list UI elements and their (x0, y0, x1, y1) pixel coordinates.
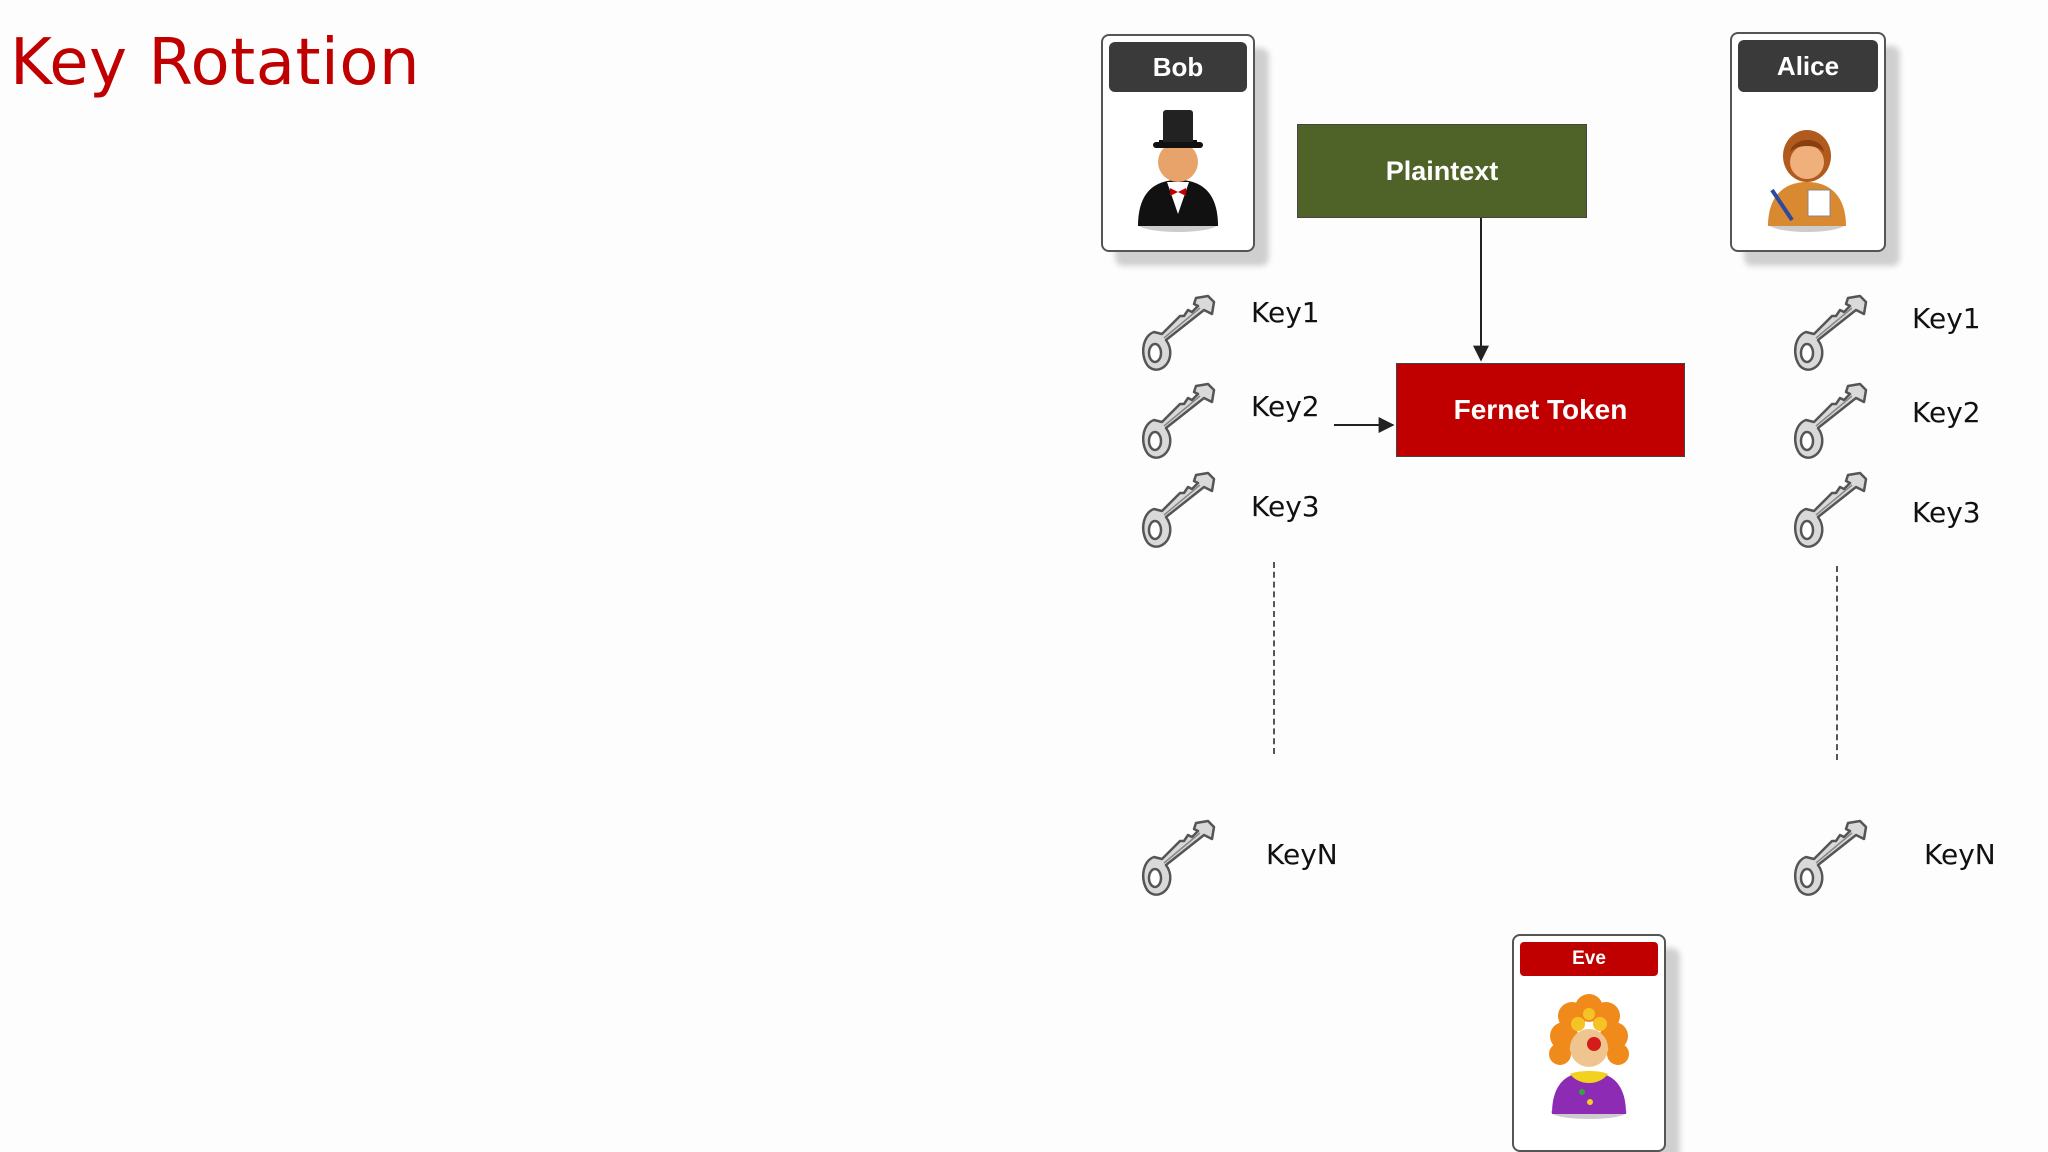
alice-name-bar: Alice (1738, 40, 1878, 92)
bob-key2-label: Key2 (1251, 390, 1320, 423)
alice-card: Alice (1730, 32, 1886, 252)
clown-icon (1549, 994, 1629, 1119)
man-top-hat-icon (1138, 110, 1218, 232)
woman-writing-icon (1768, 130, 1846, 232)
bob-keyn-icon (1136, 817, 1216, 897)
alice-key2-label: Key2 (1912, 396, 1981, 429)
alice-keys-ellipsis (1836, 566, 1838, 760)
alice-key3-icon (1788, 469, 1868, 549)
alice-key1-label: Key1 (1912, 302, 1981, 335)
bob-card: Bob (1101, 34, 1255, 252)
bob-key2-icon (1136, 380, 1216, 460)
bob-key3-label: Key3 (1251, 490, 1320, 523)
eve-card: Eve (1512, 934, 1666, 1152)
bob-key1-label: Key1 (1251, 296, 1320, 329)
fernet-token-box: Fernet Token (1396, 363, 1685, 457)
alice-key1-icon (1788, 292, 1868, 372)
alice-keyn-label: KeyN (1924, 838, 1996, 871)
bob-keys-ellipsis (1273, 562, 1275, 754)
plaintext-box: Plaintext (1297, 124, 1587, 218)
eve-name-bar: Eve (1520, 942, 1658, 976)
alice-key2-icon (1788, 380, 1868, 460)
alice-key3-label: Key3 (1912, 496, 1981, 529)
bob-key1-icon (1136, 292, 1216, 372)
bob-name-bar: Bob (1109, 42, 1247, 92)
alice-keyn-icon (1788, 817, 1868, 897)
slide-title: Key Rotation (10, 26, 421, 100)
bob-key3-icon (1136, 469, 1216, 549)
bob-keyn-label: KeyN (1266, 838, 1338, 871)
